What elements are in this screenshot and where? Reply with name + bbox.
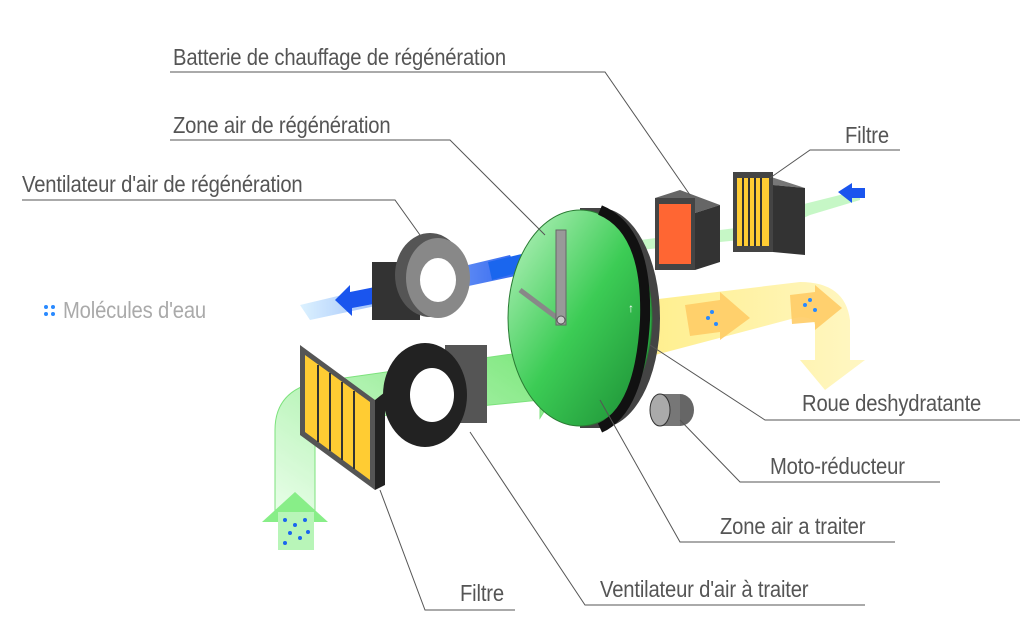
label-regen-fan: Ventilateur d'air de régénération bbox=[22, 171, 303, 197]
filter-bottom bbox=[300, 345, 385, 490]
label-process-zone: Zone air a traiter bbox=[720, 513, 866, 539]
label-wheel: Roue deshydratante bbox=[802, 390, 982, 416]
desiccant-wheel: ↑ bbox=[507, 205, 660, 433]
svg-text:↑: ↑ bbox=[628, 301, 634, 315]
label-regen-zone: Zone air de régénération bbox=[173, 112, 391, 138]
leader-lines bbox=[22, 71, 1020, 611]
process-fan bbox=[383, 343, 487, 447]
water-molecule-icon bbox=[44, 305, 55, 316]
gear-motor bbox=[649, 393, 694, 427]
label-filter-bottom: Filtre bbox=[460, 580, 504, 606]
heater-battery bbox=[655, 190, 720, 270]
label-heater: Batterie de chauffage de régénération bbox=[173, 44, 506, 70]
label-motor: Moto-réducteur bbox=[770, 453, 905, 479]
label-process-fan: Ventilateur d'air à traiter bbox=[600, 576, 809, 602]
filter-top bbox=[733, 172, 805, 255]
dry-air-stream bbox=[650, 282, 865, 390]
label-molecules: Molécules d'eau bbox=[63, 297, 206, 323]
regeneration-fan bbox=[372, 233, 470, 320]
label-filter-top: Filtre bbox=[845, 122, 889, 148]
